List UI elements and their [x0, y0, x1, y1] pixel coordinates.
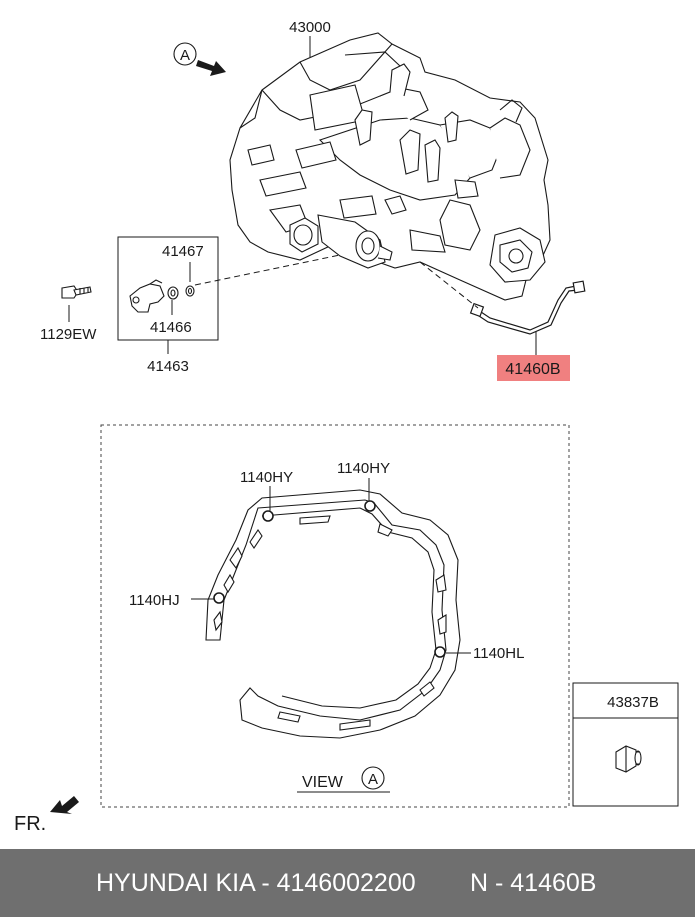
footer-brand: HYUNDAI KIA - 4146002200 [96, 869, 416, 897]
label-bracket-sub: 41466 [150, 319, 192, 336]
footer-part-number: N - 41460B [470, 869, 597, 897]
view-marker-label: A [180, 47, 190, 64]
label-bolt-top-right: 1140HY [337, 460, 390, 477]
label-bolt-left: 1140HJ [129, 592, 180, 609]
label-bolt: 1129EW [40, 326, 97, 343]
footer-bar: HYUNDAI KIA - 4146002200 N - 41460B [0, 849, 695, 917]
gasket-plate-drawing [205, 489, 461, 739]
label-front: FR. [14, 813, 46, 835]
arrow-front-icon [50, 796, 79, 814]
view-label-marker: A [368, 771, 378, 788]
view-label: VIEW [302, 774, 344, 791]
label-bracket-assy: 41463 [147, 358, 189, 375]
label-highlighted-part[interactable]: 41460B [505, 361, 560, 378]
view-a-panel [100, 424, 570, 808]
arrow-right-icon [196, 60, 226, 76]
view-marker-circle [173, 42, 197, 66]
bracket-parts-drawing [61, 279, 195, 313]
label-bolt-right: 1140HL [473, 645, 524, 662]
leader-lines [68, 36, 537, 356]
transaxle-housing-drawing [229, 32, 551, 301]
label-bolt-top-left: 1140HY [240, 469, 293, 486]
label-bracket-part: 41467 [162, 243, 204, 260]
view-a-leader-lines [191, 478, 471, 654]
drain-plug-drawing [615, 745, 642, 773]
label-transaxle: 43000 [289, 19, 331, 36]
view-label-marker-circle [361, 766, 385, 790]
label-plug[interactable]: 43837B [607, 694, 659, 711]
highlighted-part-badge[interactable] [497, 355, 570, 381]
gasket-bolt-holes [213, 500, 446, 658]
clutch-hydraulic-line [469, 280, 586, 335]
plug-box [572, 682, 679, 807]
